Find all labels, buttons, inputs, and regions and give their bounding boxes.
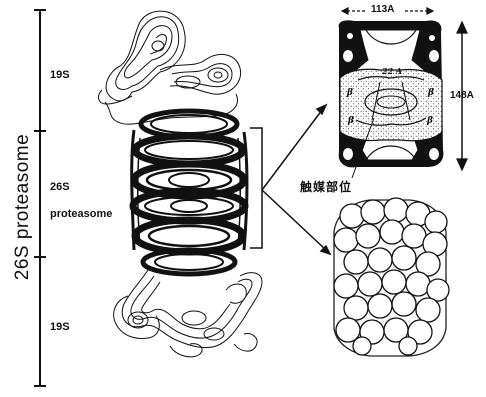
cross-section bbox=[340, 21, 443, 178]
bottom-cap-contours bbox=[114, 270, 262, 357]
core-particle-contours bbox=[132, 111, 247, 274]
vertical-title: 26S proteasome bbox=[12, 122, 34, 292]
alpha-label: α bbox=[345, 147, 352, 157]
segment-scale bbox=[34, 10, 46, 386]
catalytic-site-label: 触媒部位 bbox=[300, 178, 352, 195]
top-cap-contours bbox=[99, 11, 241, 124]
width-dimension: 113A bbox=[371, 4, 394, 15]
sphere-model bbox=[334, 198, 449, 356]
label-proteasome: proteasome bbox=[50, 207, 112, 222]
beta-label: β bbox=[427, 116, 433, 126]
alpha-label: α bbox=[430, 49, 437, 59]
beta-label: β bbox=[348, 116, 354, 126]
inner-dimension: 22 A bbox=[382, 66, 402, 76]
beta-label: β bbox=[428, 88, 434, 98]
label-26s: 26S bbox=[50, 180, 70, 195]
beta-label: β bbox=[347, 88, 353, 98]
alpha-label: α bbox=[345, 49, 352, 59]
height-dimension: 148A bbox=[450, 90, 474, 101]
alpha-label: α bbox=[430, 147, 437, 157]
label-bottom-19s: 19S bbox=[50, 320, 70, 335]
label-top-19s: 19S bbox=[50, 68, 70, 83]
contour-map bbox=[99, 11, 262, 357]
